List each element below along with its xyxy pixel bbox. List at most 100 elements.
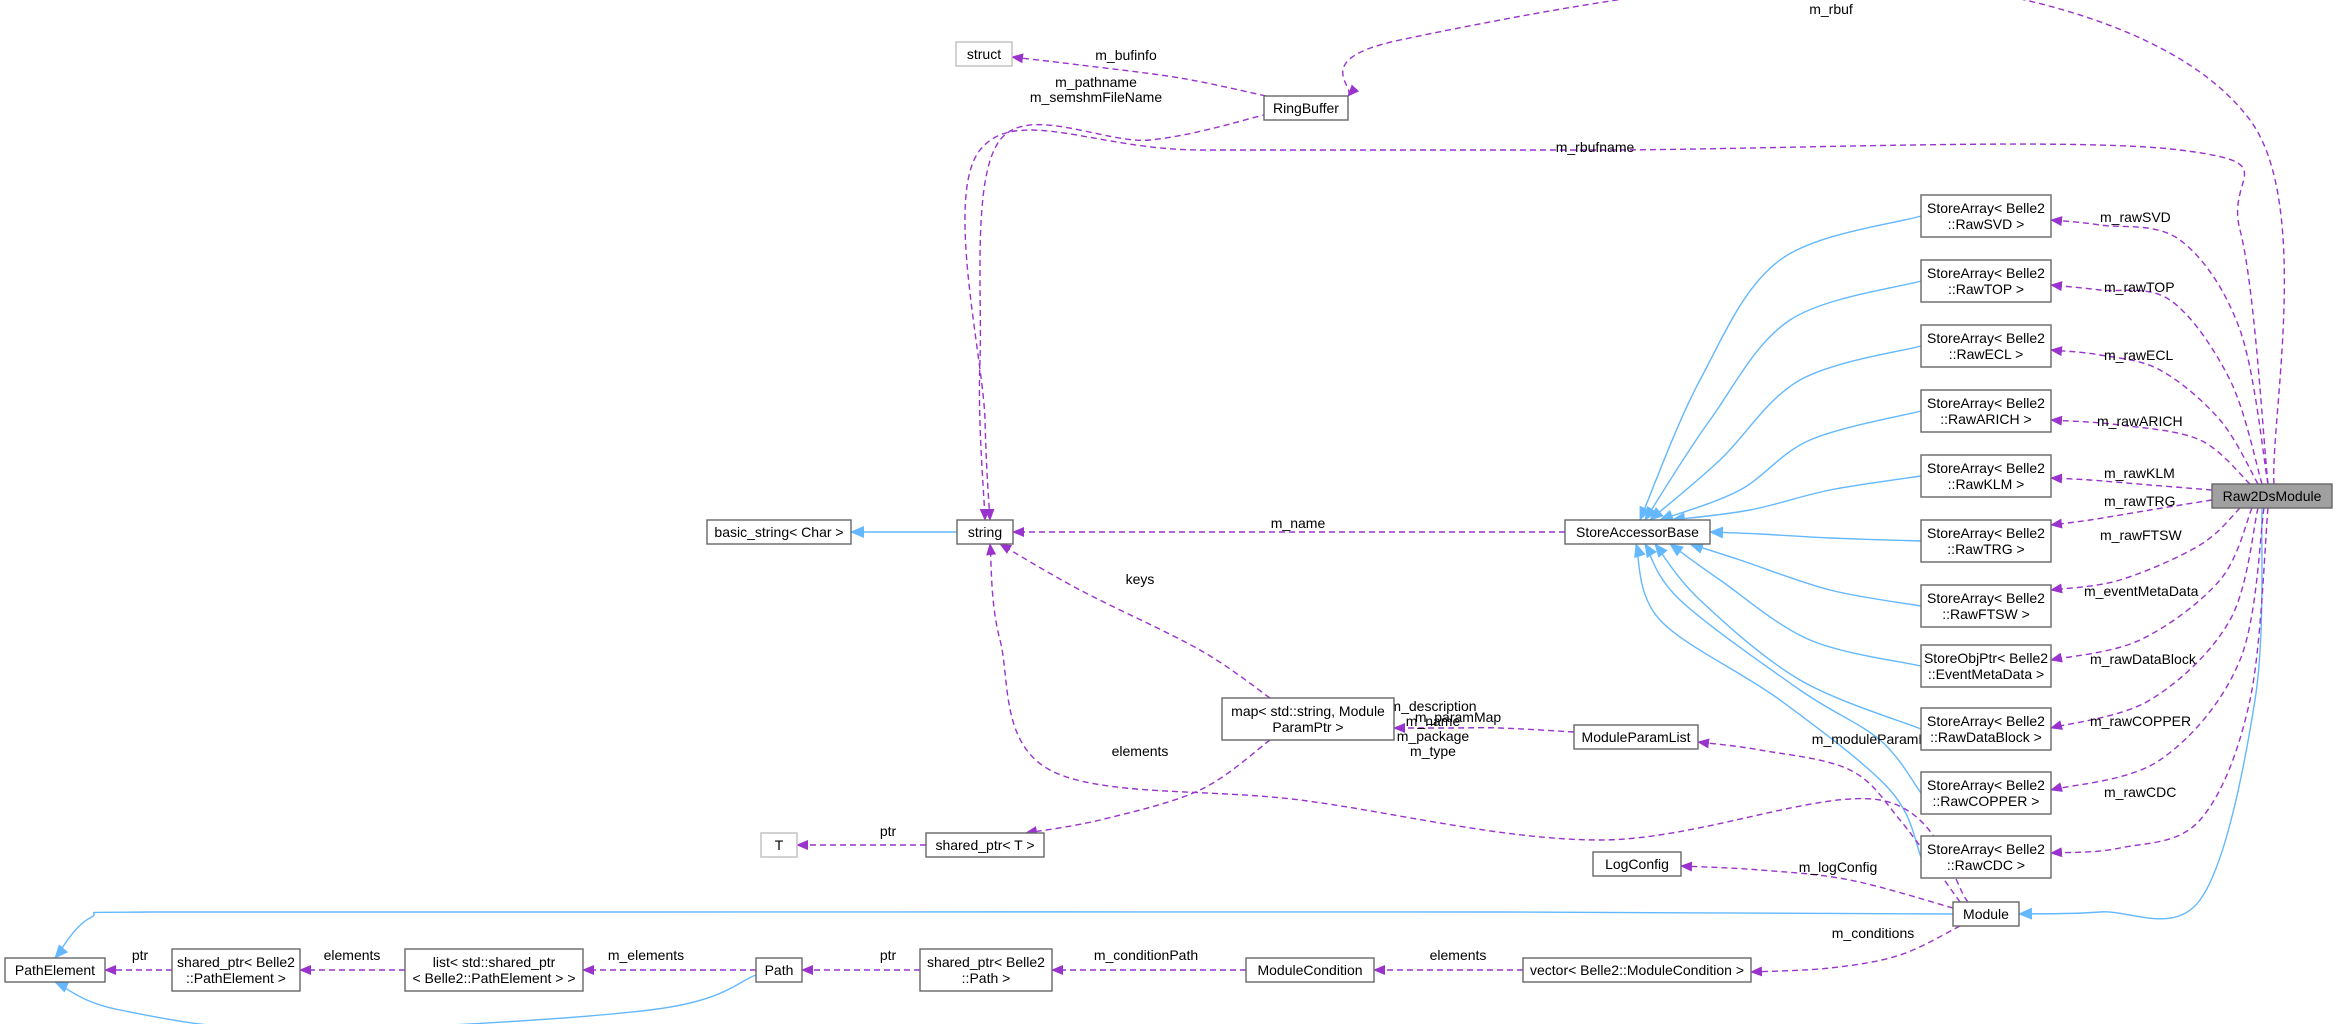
- node-box: [1263, 95, 1349, 121]
- node-path[interactable]: Path: [755, 957, 803, 983]
- inheritance-edge-1: [1639, 215, 1922, 521]
- edge-label-line: m_rawARICH: [2097, 413, 2183, 429]
- node-label: StoreArray< Belle2::RawSVD >: [1927, 200, 2045, 232]
- node-raw-datablock[interactable]: StoreArray< Belle2::RawDataBlock >: [1920, 707, 2052, 751]
- edge-m-rawftsw: [2050, 507, 2241, 594]
- node-label: Module: [1963, 906, 2009, 922]
- edge-m-rawcopper: [2050, 507, 2265, 792]
- edge-label-line: ptr: [132, 947, 149, 963]
- node-module-condition[interactable]: ModuleCondition: [1245, 957, 1375, 983]
- edge-label-line: m_conditions: [1832, 925, 1915, 941]
- node-label-line: map< std::string, Module: [1231, 703, 1385, 719]
- node-raw-ftsw[interactable]: StoreArray< Belle2::RawFTSW >: [1920, 584, 2052, 628]
- edge-label-line: elements: [1430, 947, 1487, 963]
- node-box: [706, 519, 852, 545]
- node-struct[interactable]: struct: [955, 41, 1013, 67]
- node-label-line: StoreArray< Belle2: [1927, 777, 2045, 793]
- node-label-line: Module: [1963, 906, 2009, 922]
- edge-m-bufinfo: [1011, 53, 1267, 97]
- node-label-line: ::RawDataBlock >: [1930, 729, 2042, 745]
- edge-label-line: m_eventMetaData: [2084, 583, 2199, 599]
- node-raw-top[interactable]: StoreArray< Belle2::RawTOP >: [1920, 259, 2052, 303]
- node-store-accessor[interactable]: StoreAccessorBase: [1564, 519, 1711, 545]
- edge-m-eventmetadata: [2050, 507, 2253, 663]
- edge-label-line: keys: [1126, 571, 1155, 587]
- node-list-pe[interactable]: list< std::shared_ptr< Belle2::PathEleme…: [404, 948, 584, 992]
- node-label-line: StoreArray< Belle2: [1927, 590, 2045, 606]
- edge-label-m-rawklm: m_rawKLM: [2104, 465, 2175, 481]
- node-raw-trg[interactable]: StoreArray< Belle2::RawTRG >: [1920, 519, 2052, 563]
- node-box: [171, 948, 301, 992]
- node-path-element[interactable]: PathElement: [4, 957, 106, 983]
- edge-m-rawklm: [2050, 473, 2213, 491]
- node-raw2ds[interactable]: Raw2DsModule: [2211, 483, 2333, 509]
- node-label-line: StoreAccessorBase: [1576, 524, 1699, 540]
- edge-label-line: m_logConfig: [1799, 859, 1878, 875]
- inheritance-edge-12: [2018, 507, 2263, 920]
- edge-label-m-rawarich: m_rawARICH: [2097, 413, 2183, 429]
- edge-label-line: m_paramMap: [1415, 709, 1502, 725]
- node-raw-arich[interactable]: StoreArray< Belle2::RawARICH >: [1920, 389, 2052, 433]
- node-label-line: StoreArray< Belle2: [1927, 713, 2045, 729]
- edge-label-elements-pe: elements: [324, 947, 381, 963]
- node-label-line: ::RawECL >: [1949, 346, 2024, 362]
- node-shared-ptr-t[interactable]: shared_ptr< T >: [925, 832, 1045, 858]
- edge-label-m-bufinfo: m_bufinfo: [1095, 47, 1157, 63]
- node-box: [2211, 483, 2333, 509]
- node-label-line: ::RawSVD >: [1948, 216, 2025, 232]
- edge-m-rawecl: [2050, 346, 2259, 485]
- inheritance-edge-6: [1709, 526, 1922, 542]
- edge-m-rawarich: [2050, 415, 2251, 485]
- edge-label-m-logconfig: m_logConfig: [1799, 859, 1878, 875]
- edge-label-line: elements: [1112, 743, 1169, 759]
- node-module-param-list[interactable]: ModuleParamList: [1573, 724, 1699, 750]
- node-label-line: StoreArray< Belle2: [1927, 841, 2045, 857]
- node-label-line: shared_ptr< T >: [935, 837, 1034, 853]
- edge-label-line: m_rbuf: [1809, 1, 1853, 17]
- node-label-line: Path: [765, 962, 794, 978]
- edge-label-m-rawdatablock: m_rawDataBlock: [2090, 651, 2197, 667]
- node-shared-ptr-path[interactable]: shared_ptr< Belle2::Path >: [919, 948, 1053, 992]
- edge-label-line: m_rawDataBlock: [2090, 651, 2197, 667]
- node-raw-ecl[interactable]: StoreArray< Belle2::RawECL >: [1920, 324, 2052, 368]
- inheritance-edge-5: [1671, 475, 1922, 525]
- node-label: LogConfig: [1605, 856, 1669, 872]
- inheritance-edge-13: [54, 910, 1954, 959]
- node-raw-klm[interactable]: StoreArray< Belle2::RawKLM >: [1920, 454, 2052, 498]
- edge-label-line: m_rawTRG: [2104, 493, 2176, 509]
- node-box: [919, 948, 1053, 992]
- node-ringbuffer[interactable]: RingBuffer: [1263, 95, 1349, 121]
- edge-label-m-parammap: m_paramMap: [1415, 709, 1502, 725]
- node-log-config[interactable]: LogConfig: [1592, 851, 1682, 877]
- node-label: T: [775, 837, 784, 853]
- edge-label-m-conditionpath: m_conditionPath: [1094, 947, 1198, 963]
- node-box: [755, 957, 803, 983]
- node-label: shared_ptr< Belle2::Path >: [927, 954, 1045, 986]
- edge-elements-map: [1025, 739, 1271, 837]
- node-label: StoreArray< Belle2::RawFTSW >: [1927, 590, 2045, 622]
- edge-label-line: m_rawECL: [2104, 347, 2173, 363]
- edge-m-rbuf: [1342, 0, 2286, 485]
- node-raw-cdc[interactable]: StoreArray< Belle2::RawCDC >: [1920, 835, 2052, 879]
- node-module[interactable]: Module: [1952, 901, 2020, 927]
- node-box: [1920, 194, 2052, 238]
- edge-module-string: [986, 543, 1969, 903]
- node-label-line: T: [775, 837, 784, 853]
- node-basic-string[interactable]: basic_string< Char >: [706, 519, 852, 545]
- node-label: list< std::shared_ptr< Belle2::PathEleme…: [412, 954, 575, 986]
- node-event-meta[interactable]: StoreObjPtr< Belle2::EventMetaData >: [1920, 644, 2052, 688]
- node-shared-ptr-pe[interactable]: shared_ptr< Belle2::PathElement >: [171, 948, 301, 992]
- edge-m-conditions: [1750, 925, 1961, 977]
- node-vector-mc[interactable]: vector< Belle2::ModuleCondition >: [1522, 957, 1752, 983]
- node-raw-svd[interactable]: StoreArray< Belle2::RawSVD >: [1920, 194, 2052, 238]
- node-label: struct: [967, 46, 1001, 62]
- node-box: [1920, 835, 2052, 879]
- node-label-line: StoreArray< Belle2: [1927, 200, 2045, 216]
- edge-rb-string: [978, 113, 1269, 521]
- node-raw-copper[interactable]: StoreArray< Belle2::RawCOPPER >: [1920, 771, 2052, 815]
- node-t[interactable]: T: [760, 832, 798, 858]
- node-label-line: ::RawTRG >: [1947, 541, 2024, 557]
- node-string[interactable]: string: [956, 519, 1014, 545]
